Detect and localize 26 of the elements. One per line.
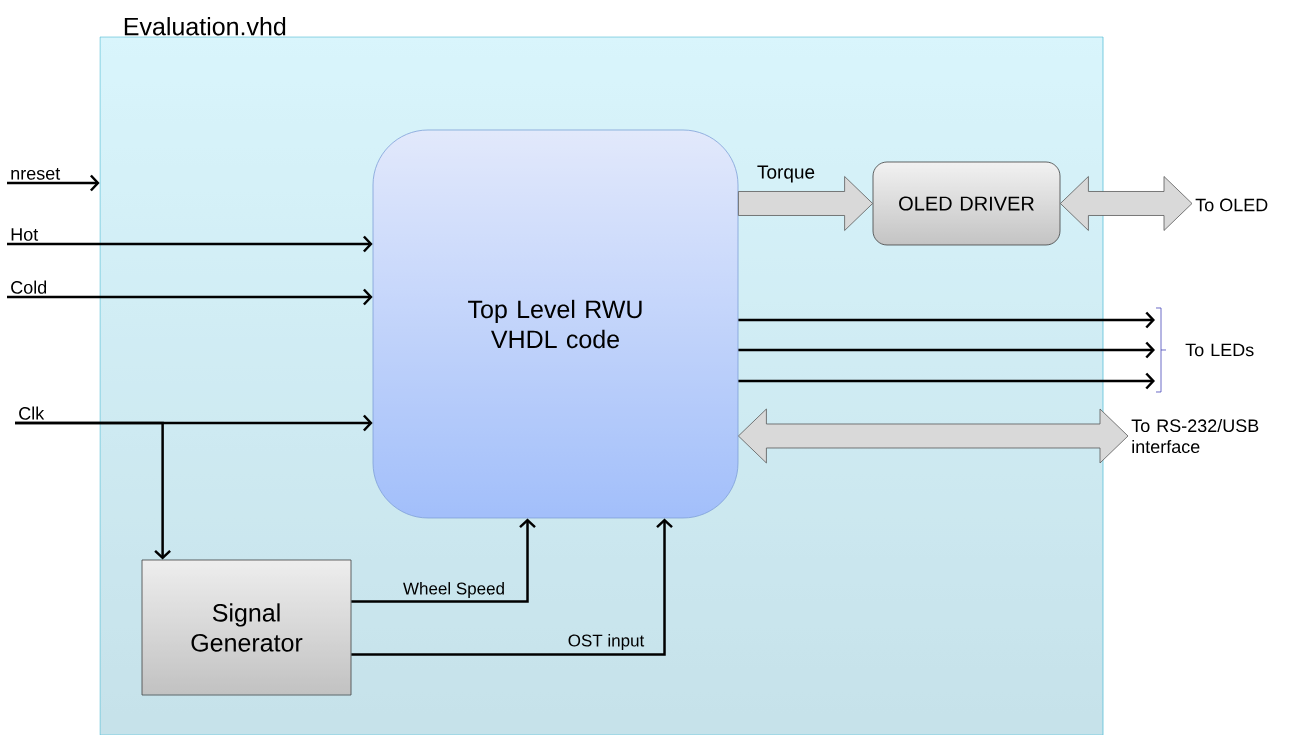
arrow: [7, 288, 373, 306]
output-label: To RS-232/USB interface: [1131, 418, 1259, 454]
signal-name: Cold: [11, 280, 47, 294]
signal-name: nreset: [11, 168, 61, 180]
arrow: [738, 311, 1155, 329]
edge-label: Torque: [757, 165, 815, 183]
arrow: [7, 235, 373, 253]
process-box: Signal Generator: [141, 559, 352, 696]
process-box: Top Level RWU VHDL code: [372, 129, 739, 519]
process-box: OLED DRIVER: [872, 161, 1061, 246]
arrow: [351, 518, 673, 656]
arrow: [15, 421, 171, 560]
edge-label: OST input: [568, 634, 645, 650]
signal-name: Clk: [19, 406, 45, 420]
output-label: To OLED: [1195, 198, 1268, 212]
block-arrow: [738, 176, 873, 231]
output-label: To LEDs: [1185, 343, 1254, 357]
node-label: Evaluation.vhd: [124, 17, 286, 36]
block-arrow: [1060, 176, 1193, 231]
block-arrow: [738, 408, 1129, 464]
signal-name: Hot: [11, 228, 39, 241]
arrow: [738, 372, 1155, 390]
edge-label: Wheel Speed: [403, 582, 504, 598]
arrow: [738, 341, 1155, 359]
arrow: [351, 518, 536, 603]
arrow: [7, 174, 100, 192]
